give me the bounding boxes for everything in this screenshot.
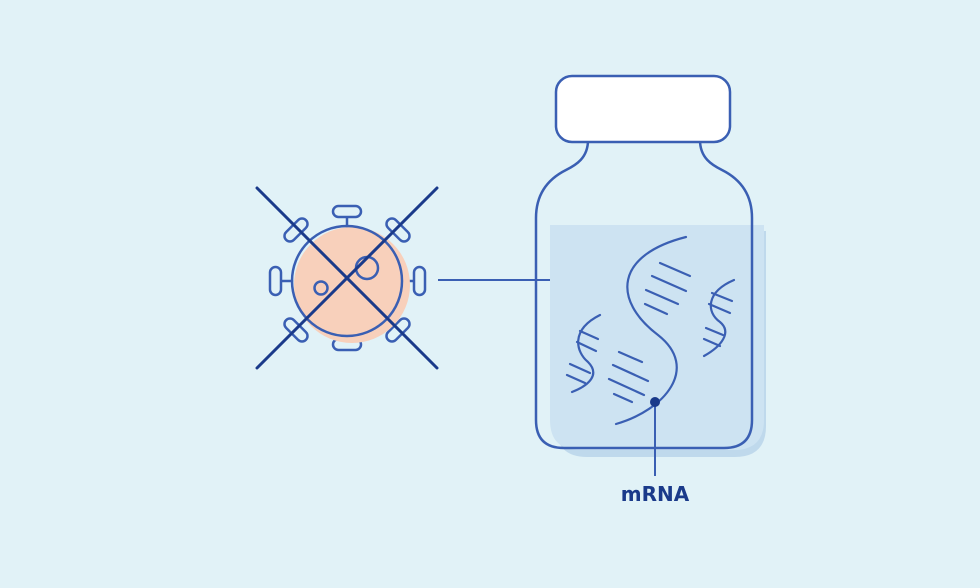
mrna-pointer-dot (650, 397, 660, 407)
virus-organelle-small (313, 280, 329, 296)
vial-cap (554, 74, 732, 144)
vaccine-vial-icon (534, 74, 766, 457)
mrna-label: mRNA (620, 482, 690, 506)
vial-bottle-outline (534, 139, 754, 450)
virus-body-outline (290, 224, 404, 338)
cross-out-icon (255, 186, 439, 370)
mrna-strand-left (570, 313, 602, 394)
vial-liquid (550, 225, 764, 450)
